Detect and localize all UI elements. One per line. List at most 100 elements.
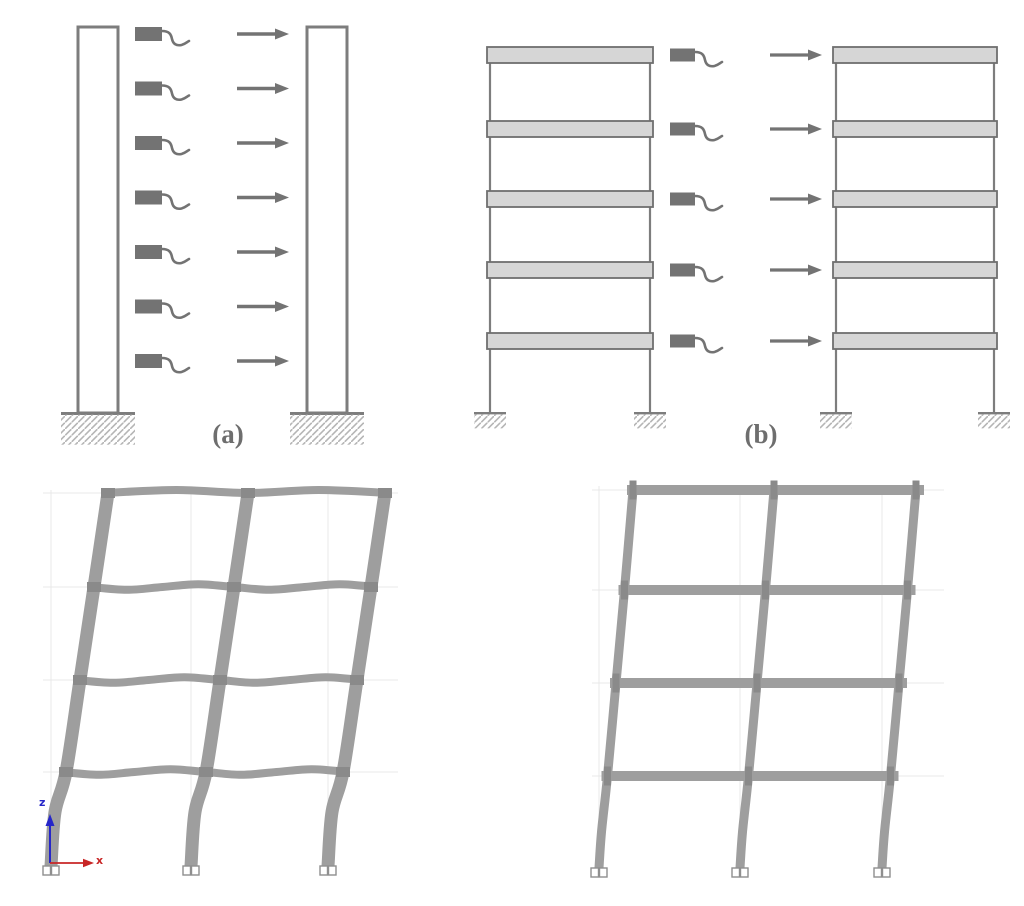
beam-column-joint	[887, 766, 894, 786]
beam-column-joint	[213, 675, 227, 685]
beam-column-joint	[87, 582, 101, 592]
pin-box-right	[50, 865, 60, 876]
sensor-icon	[135, 354, 191, 374]
beam-column-joint	[912, 480, 920, 500]
sensor-icon	[670, 192, 724, 212]
axis-z-arrowhead	[45, 814, 55, 826]
sensor-icon	[135, 190, 191, 211]
fixed-support-icon	[634, 412, 666, 429]
force-arrow-icon	[770, 193, 822, 205]
sensor-cable	[693, 265, 724, 283]
floor-slab	[486, 261, 654, 279]
sensor-body	[135, 81, 162, 96]
beam-column-joint	[770, 480, 778, 500]
floor-slab	[832, 120, 998, 138]
sensor-body	[670, 263, 695, 277]
force-arrow-icon	[237, 355, 289, 367]
beam-column-joint	[621, 580, 628, 600]
sensor-cable	[160, 138, 191, 156]
sensor-body	[135, 245, 162, 259]
force-arrow-icon	[770, 123, 822, 135]
axis-x-label: x	[96, 854, 104, 867]
axis-x-arrowhead	[83, 858, 94, 868]
sensor-body	[135, 299, 162, 314]
panel-b-label: (b)	[744, 419, 778, 449]
force-arrow-icon	[237, 192, 289, 203]
beam-column-joint	[101, 488, 115, 498]
force-arrow-icon	[770, 264, 822, 276]
pin-box-left	[182, 865, 192, 876]
pin-box-left	[590, 867, 600, 878]
sensor-icon	[135, 81, 191, 102]
force-arrow-icon	[237, 83, 289, 94]
sensor-body	[135, 136, 162, 150]
pin-support-icon	[873, 867, 891, 878]
fixed-support-icon	[474, 412, 506, 429]
pin-box-left	[731, 867, 741, 878]
ground-hatch	[61, 414, 135, 445]
floor-slab	[486, 190, 654, 208]
sensor-cable	[693, 194, 724, 212]
floor-slab	[486, 120, 654, 138]
sensor-icon	[670, 48, 724, 68]
floor-slab	[486, 46, 654, 64]
panel-a-label: (a)	[212, 419, 244, 449]
beam-column-joint	[336, 767, 350, 777]
pin-support-icon	[42, 865, 60, 876]
sensor-icon	[135, 245, 191, 265]
pin-box-left	[319, 865, 329, 876]
force-arrow-head	[808, 49, 822, 61]
pin-box-right	[598, 867, 608, 878]
shear-wall	[305, 25, 349, 415]
sensor-body	[135, 354, 162, 368]
beam-column-joint	[227, 582, 241, 592]
sensor-body	[670, 334, 695, 348]
pin-box-right	[327, 865, 337, 876]
pin-box-right	[881, 867, 891, 878]
panel-d-deformed-frame	[590, 480, 944, 878]
sensor-cable	[160, 193, 191, 211]
pin-support-icon	[590, 867, 608, 878]
pin-support-icon	[731, 867, 749, 878]
fixed-support-icon	[978, 412, 1010, 429]
pin-box-right	[739, 867, 749, 878]
sensor-cable	[160, 84, 191, 102]
beam-column-joint	[629, 480, 637, 500]
panel-a	[61, 25, 364, 445]
force-arrow-head	[275, 28, 289, 40]
force-arrow-icon	[237, 28, 289, 40]
deformed-column	[184, 492, 255, 867]
beam-column-joint	[59, 767, 73, 777]
force-arrow-icon	[237, 301, 289, 312]
ground-hatch	[634, 414, 666, 429]
floor-slab	[832, 261, 998, 279]
deformed-column	[44, 492, 115, 867]
floor-slab	[832, 332, 998, 350]
sensor-icon	[135, 299, 191, 320]
beam-column-joint	[895, 673, 903, 693]
beam-column-joint	[73, 675, 87, 685]
force-arrow-head	[275, 83, 289, 94]
sensor-cable	[693, 336, 724, 354]
sensor-cable	[160, 356, 191, 374]
sensor-body	[670, 48, 695, 62]
sensor-body	[135, 27, 162, 41]
deformed-column	[877, 489, 921, 869]
force-arrow-head	[808, 123, 822, 135]
beam-column-joint	[241, 488, 255, 498]
deformed-column	[735, 489, 779, 869]
beam-column-joint	[904, 580, 911, 600]
beam-column-joint	[612, 673, 620, 693]
pin-box-right	[190, 865, 200, 876]
deformed-column	[321, 492, 392, 867]
force-arrow-head	[808, 193, 822, 205]
panel-c-deformed-frame	[42, 485, 398, 876]
pin-box-left	[42, 865, 52, 876]
force-arrow-icon	[237, 246, 289, 258]
beam-column-joint	[364, 582, 378, 592]
force-arrow-head	[275, 301, 289, 312]
beam-column-joint	[350, 675, 364, 685]
sensor-body	[670, 192, 695, 206]
pin-box-left	[873, 867, 883, 878]
